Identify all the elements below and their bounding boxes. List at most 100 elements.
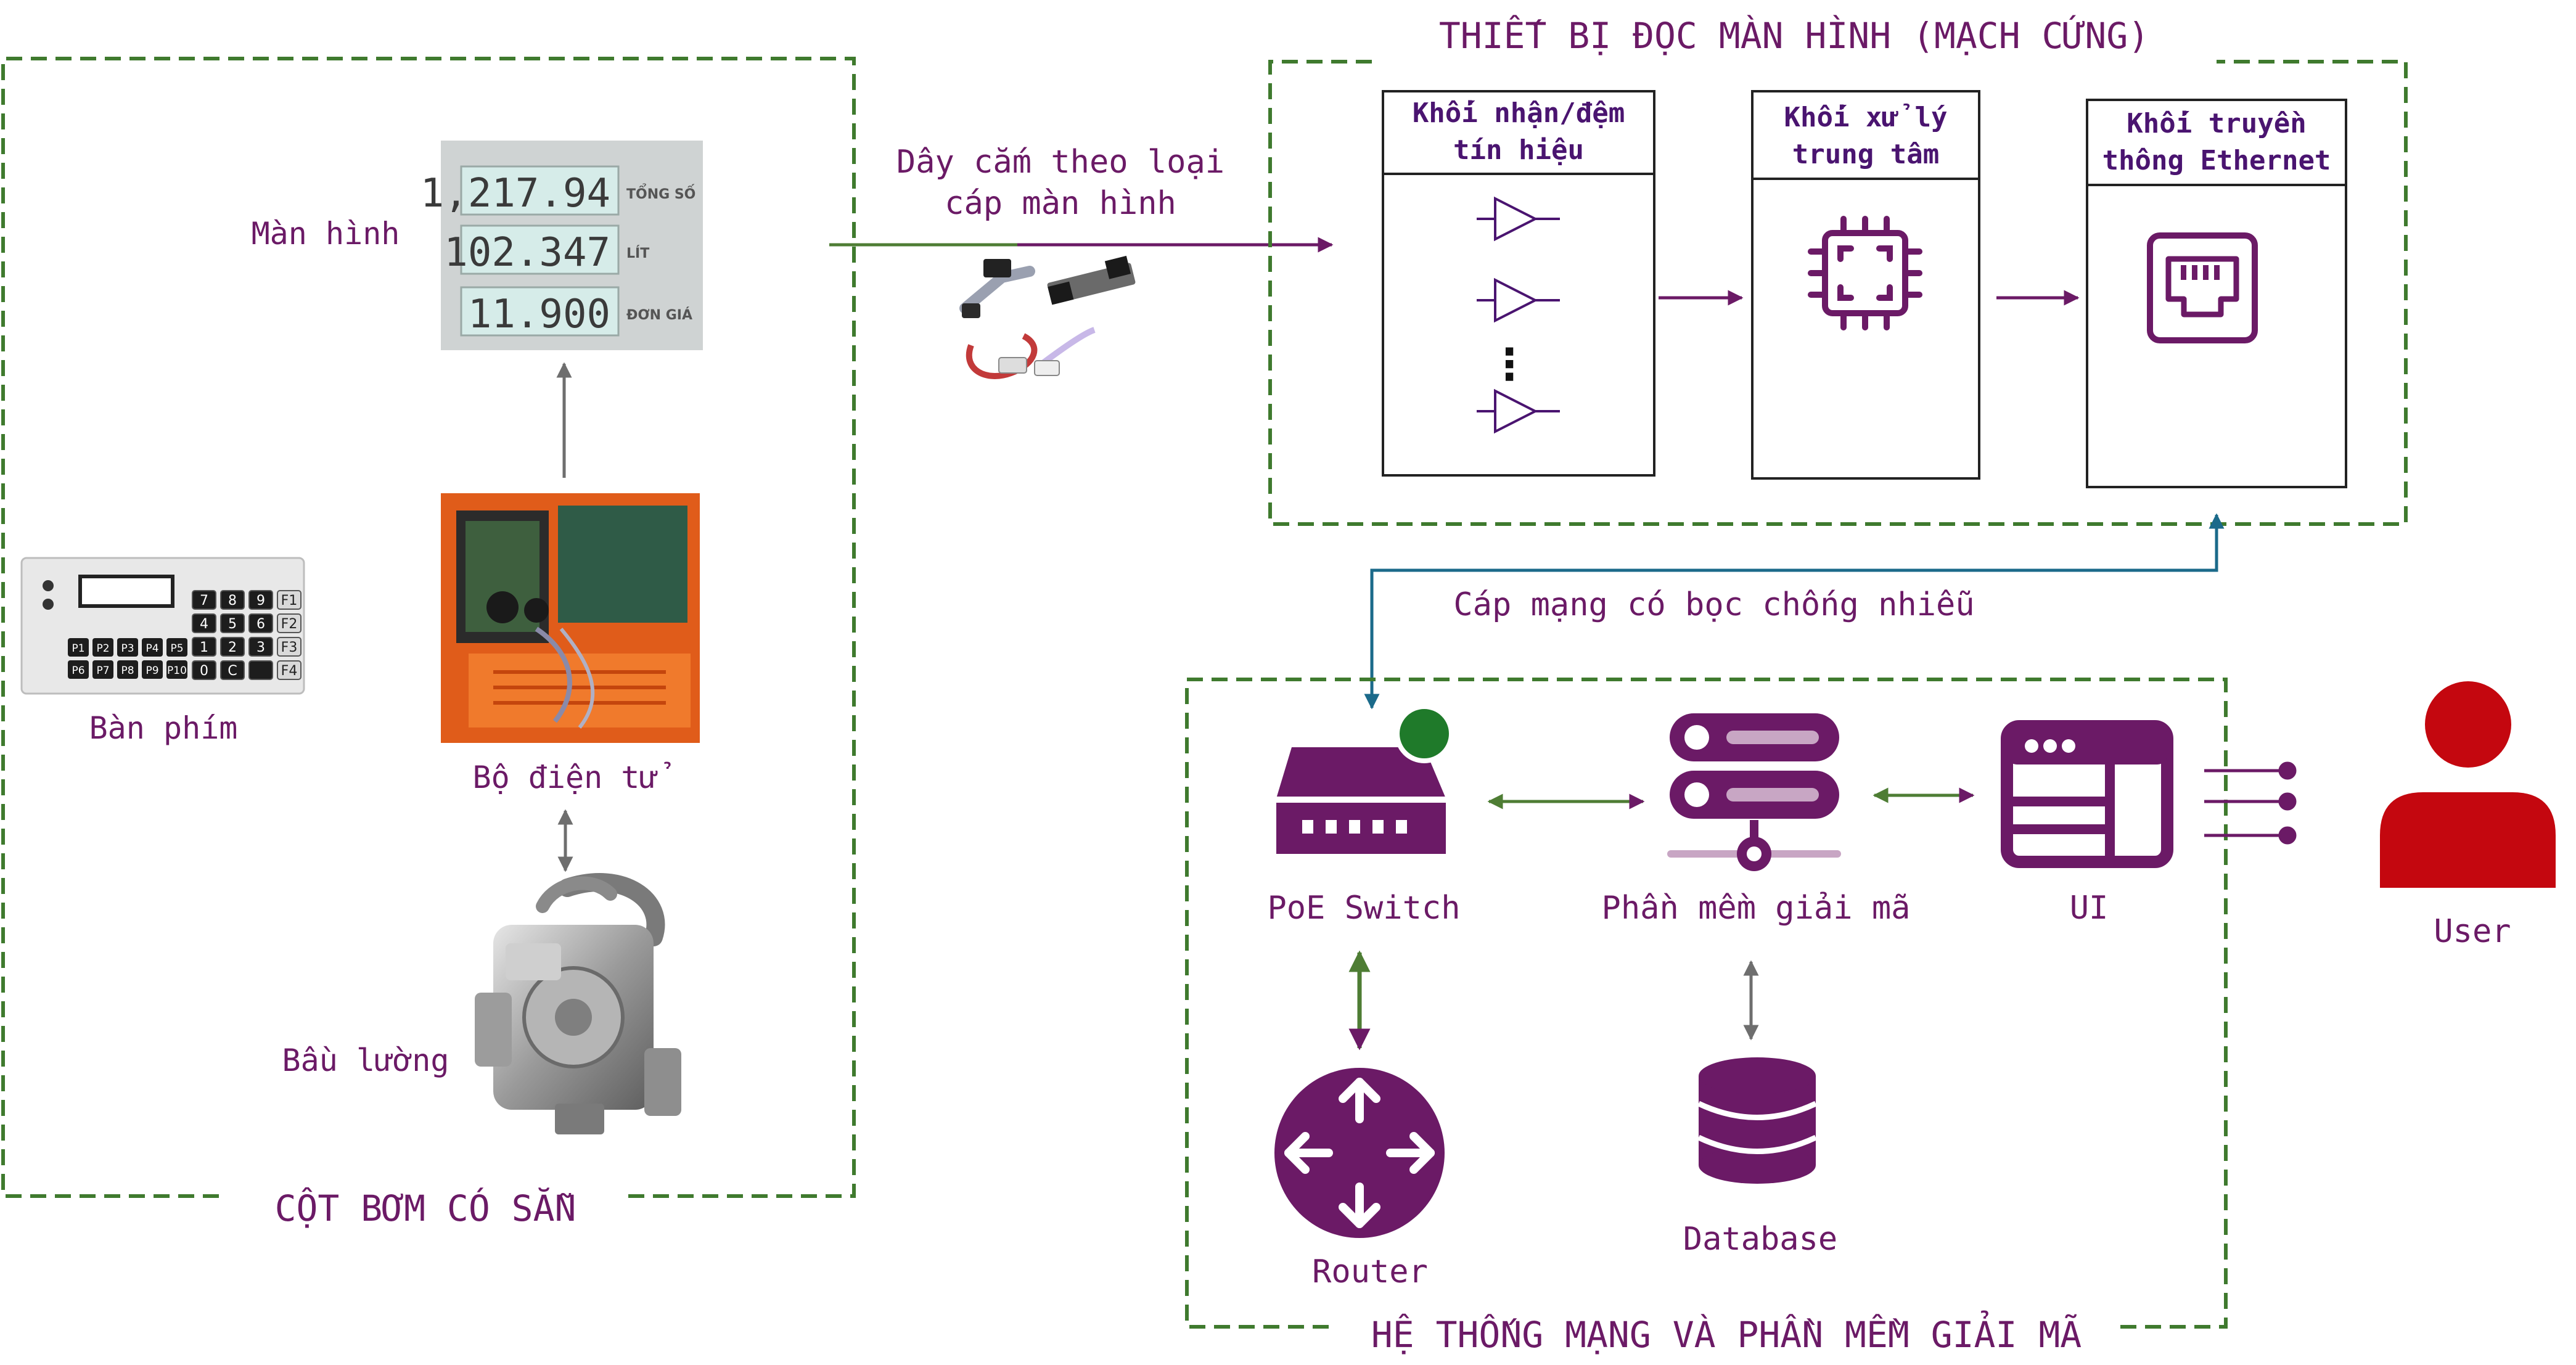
buffer-amplifier-icon: [1477, 196, 1560, 434]
poe-switch-label: PoE Switch: [1267, 890, 1460, 927]
keypad-preset-label: P2: [96, 642, 109, 655]
keypad-key-label: 1: [200, 640, 208, 655]
network-cable-line: [1364, 513, 2225, 710]
user-icon: [2380, 681, 2556, 888]
keypad-preset-key: P5: [166, 638, 187, 657]
keypad-key: 5: [220, 613, 245, 633]
ui-window-icon: [2001, 720, 2173, 868]
keypad-preset-key: P9: [142, 660, 163, 679]
keypad-key: F3: [277, 637, 301, 657]
signal-buffer-title-line2: tín hiệu: [1453, 134, 1584, 166]
keypad-key: 2: [220, 637, 245, 657]
keypad-key-label: 6: [256, 617, 265, 632]
lcd-unit-liters: LÍT: [626, 245, 649, 261]
cable-label-line2: cáp màn hình: [945, 185, 1176, 222]
keypad-preset-key: P6: [68, 660, 89, 679]
cpu-title-line2: trung tâm: [1792, 139, 1939, 170]
signal-buffer-title-line1: Khối nhận/đệm: [1413, 97, 1625, 129]
keypad-key: 8: [220, 590, 245, 610]
ethernet-title-line2: thông Ethernet: [2102, 145, 2331, 176]
keypad-preset-label: P1: [72, 642, 84, 655]
keypad-key-label: 2: [228, 640, 237, 655]
keypad-key-label: 0: [200, 663, 208, 679]
device-group: THIẾT BỊ ĐỌC MÀN HÌNH (MẠCH CỨNG) Khối n…: [1268, 14, 2408, 526]
router-label: Router: [1312, 1253, 1428, 1290]
pump-group-title: CỘT BƠM CÓ SẴN: [275, 1187, 576, 1229]
keypad-key: F1: [277, 590, 301, 610]
device-group-border: [1268, 60, 2408, 526]
meter-label: Bầu lường: [282, 1043, 449, 1078]
device-group-title: THIẾT BỊ ĐỌC MÀN HÌNH (MẠCH CỨNG): [1439, 14, 2149, 57]
server-icon: [1667, 713, 1841, 871]
keypad-key: 9: [248, 590, 273, 610]
keypad-preset-label: P5: [170, 642, 183, 655]
keypad-preset-key: P2: [92, 638, 113, 657]
signal-buffer-block: Khối nhận/đệm tín hiệu ⋮: [1382, 90, 1655, 477]
network-group: HỆ THỐNG MẠNG VÀ PHẦN MỀM GIẢI MÃ PoE Sw…: [1185, 678, 2297, 1356]
ethernet-block: Khối truyền thông Ethernet: [2086, 99, 2347, 488]
lcd-unit-price: ĐƠN GIÁ: [626, 307, 692, 323]
database-icon: [1697, 1057, 1817, 1184]
keypad-key-label: 4: [200, 617, 208, 632]
keypad-key: 6: [248, 613, 273, 633]
keypad-key: 0: [192, 660, 216, 680]
keypad-key: 3: [248, 637, 273, 657]
lcd-unit-total: TỔNG SỐ: [626, 184, 695, 202]
keypad-preset-label: P3: [121, 642, 134, 655]
keyboard-label: Bàn phím: [89, 710, 238, 746]
keypad-key-label: 5: [228, 617, 237, 632]
keypad-preset-key: P7: [92, 660, 113, 679]
keypad-preset-label: P6: [72, 665, 84, 677]
lcd-row: 102.347 LÍT: [444, 224, 649, 276]
cpu-block: Khối xử lý trung tâm: [1751, 90, 1980, 480]
keypad-key: 4: [192, 613, 216, 633]
lcd-row: 1,217.94 TỔNG SỐ: [420, 165, 695, 216]
keypad-preset-key: P4: [142, 638, 163, 657]
lcd-screen: 1,217.94 TỔNG SỐ 102.347 LÍT 11.900 ĐƠN …: [420, 141, 703, 350]
electronics-board: [441, 493, 700, 743]
keypad-preset-label: P10: [167, 665, 187, 677]
lcd-value-liters: 102.347: [444, 230, 610, 276]
keypad-key: 1: [192, 637, 216, 657]
pump-group: CỘT BƠM CÓ SẴN Màn hình 1,217.94 TỔNG SỐ…: [1, 57, 856, 1229]
cable-connection: Dây cắm theo loại cáp màn hình: [829, 144, 1334, 379]
ellipsis-icon: ⋮: [1488, 339, 1531, 390]
keypad-key-label: C: [228, 663, 237, 679]
keypad-key-label: 8: [228, 593, 237, 609]
lcd-row: 11.900 ĐƠN GIÁ: [460, 286, 692, 337]
keypad-key-label: F3: [281, 640, 298, 655]
network-cable-label: Cáp mạng có bọc chống nhiễu: [1453, 586, 1974, 623]
router-icon: [1274, 1068, 1445, 1238]
network-group-border: [1185, 678, 2228, 1329]
keypad-key: F2: [277, 613, 301, 633]
software-label: Phần mềm giải mã: [1602, 890, 1911, 927]
poe-switch-icon: [1276, 747, 1446, 854]
user-label: User: [2434, 913, 2511, 950]
database-label: Database: [1683, 1221, 1837, 1258]
keypad-key-label: 3: [256, 640, 265, 655]
network-group-title: HỆ THỐNG MẠNG VÀ PHẦN MỀM GIẢI MÃ: [1371, 1310, 2082, 1356]
cpu-chip-icon: [1808, 216, 1922, 330]
keypad-preset-key: P3: [117, 638, 138, 657]
lcd-value-price: 11.900: [468, 292, 610, 337]
screen-label: Màn hình: [252, 216, 400, 252]
network-cable-connection: Cáp mạng có bọc chống nhiễu: [1364, 513, 2225, 710]
keypad-key-label: F2: [281, 617, 298, 632]
cable-label-line1: Dây cắm theo loại: [896, 144, 1224, 181]
ui-label: UI: [2070, 890, 2109, 927]
keypad-key: C: [220, 660, 245, 680]
keypad-preset-key: P1: [68, 638, 89, 657]
pump-group-border: [1, 57, 856, 1198]
keypad-preset-label: P8: [121, 665, 134, 677]
keypad-key-label: F4: [281, 663, 298, 679]
electronics-label: Bộ điện tử: [472, 760, 671, 795]
cpu-title-line1: Khối xử lý: [1784, 102, 1948, 133]
cable-icon: [959, 255, 1136, 379]
ethernet-port-icon: [2147, 232, 2258, 343]
keypad-key-label: F1: [281, 593, 298, 609]
keypad-key-label: 9: [256, 593, 265, 609]
